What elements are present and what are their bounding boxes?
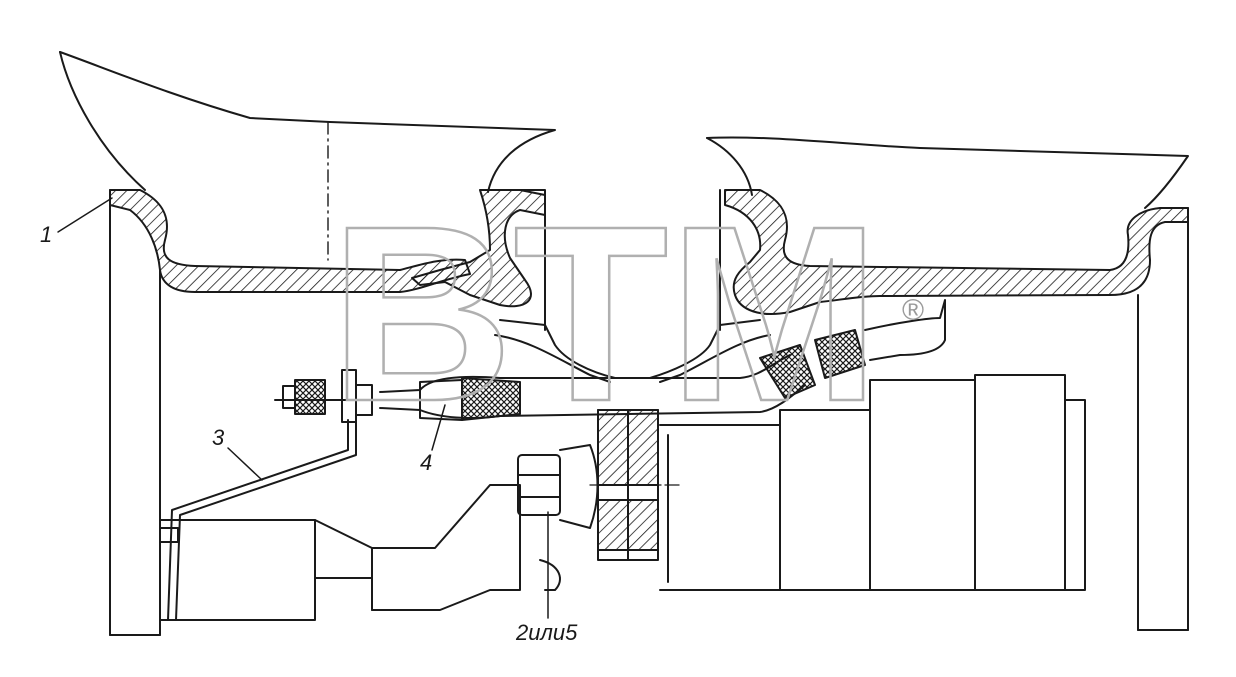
watermark-registered: ® bbox=[902, 294, 924, 327]
right-rim-section bbox=[724, 189, 1189, 316]
callout-3: 3 bbox=[212, 425, 225, 450]
left-tire-sidewall bbox=[59, 51, 146, 191]
leader-1 bbox=[57, 197, 113, 233]
leader-4 bbox=[431, 404, 446, 451]
valve-nut bbox=[294, 379, 326, 415]
bracket bbox=[167, 419, 349, 621]
watermark-text: BTM bbox=[330, 174, 880, 453]
wheel-nut bbox=[517, 454, 561, 516]
callout-1: 1 bbox=[40, 222, 52, 247]
wheel-disc-right bbox=[649, 319, 761, 379]
right-tire-outline bbox=[706, 136, 1189, 209]
leader-3 bbox=[227, 447, 263, 481]
hose-corrugated-sleeve bbox=[461, 377, 521, 421]
callout-4: 4 bbox=[420, 450, 432, 475]
left-tire-outline bbox=[59, 51, 556, 193]
callout-2: 2или5 bbox=[515, 620, 578, 645]
